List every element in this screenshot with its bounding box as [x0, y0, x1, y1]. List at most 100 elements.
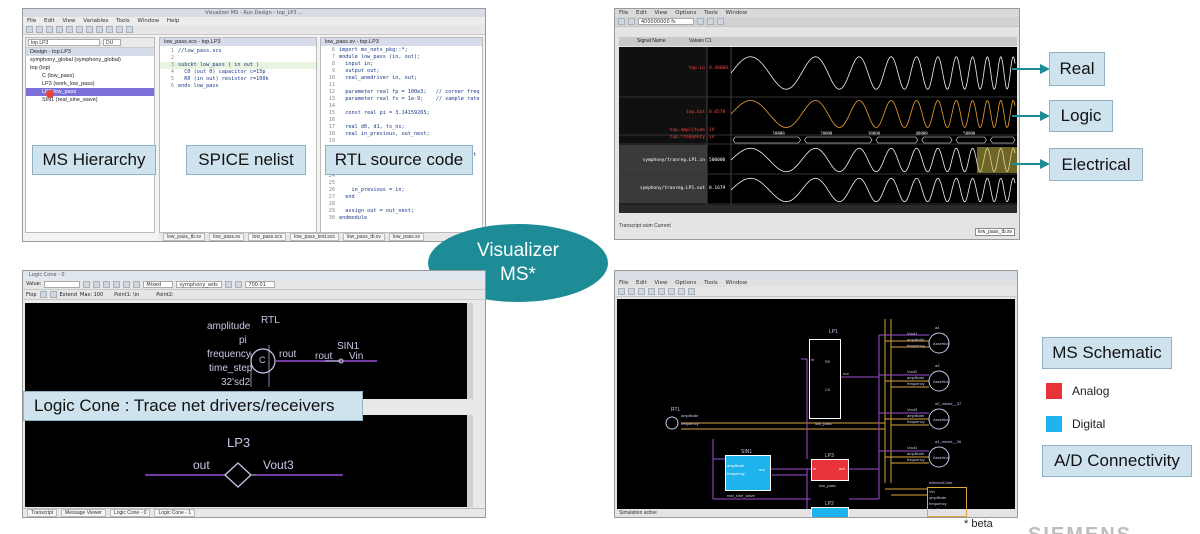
time-field[interactable]: 700.01	[245, 280, 276, 288]
menu-window[interactable]: Window	[725, 10, 748, 16]
tree-item[interactable]: top (top)	[30, 65, 51, 71]
tree-item[interactable]: LP3 (work_low_pass)	[42, 81, 95, 87]
open-icon[interactable]	[26, 26, 33, 33]
menu-view[interactable]: View	[62, 18, 76, 24]
step-icon[interactable]	[106, 26, 113, 33]
signal-name[interactable]: top.Lo	[689, 65, 706, 71]
save-icon[interactable]	[36, 26, 43, 33]
tab-message-viewer[interactable]: Message Viewer	[61, 509, 106, 517]
forward-icon[interactable]	[678, 288, 685, 295]
signal-name[interactable]: top.amplitude	[670, 127, 706, 133]
tree-item-selected[interactable]: LP3 low_pass	[26, 88, 154, 96]
file-tab[interactable]: low_pass.sv	[388, 233, 425, 241]
zoom-in-icon[interactable]	[93, 280, 101, 288]
zoom-in-icon[interactable]	[618, 18, 625, 25]
back-icon[interactable]	[668, 288, 675, 295]
save-icon[interactable]	[628, 288, 635, 295]
copy-icon[interactable]	[56, 26, 63, 33]
step-icon[interactable]	[225, 280, 233, 288]
menu-view[interactable]: View	[654, 280, 668, 286]
menu-variables[interactable]: Variables	[83, 18, 109, 24]
cursor-del-icon[interactable]	[717, 18, 724, 25]
zoom-out-icon[interactable]	[628, 18, 635, 25]
cut-icon[interactable]	[46, 26, 53, 33]
trace-back-icon[interactable]	[123, 280, 131, 288]
file-tab[interactable]: low_pass.scs	[248, 233, 287, 241]
pin-amplitude[interactable]: amplitude	[207, 321, 251, 332]
value-field[interactable]	[44, 280, 81, 288]
tab-logic-cone-1[interactable]: Logic Cone - 1	[154, 509, 195, 517]
tree-item[interactable]: symphony_global (symphony_global)	[30, 57, 121, 63]
menu-window[interactable]: Window	[725, 280, 748, 286]
menu-help[interactable]: Help	[166, 18, 180, 24]
rtl-tab[interactable]: low_pass.sv - top.LP3	[321, 38, 482, 46]
zoom-out-icon[interactable]	[103, 280, 111, 288]
menu-edit[interactable]: Edit	[635, 10, 647, 16]
find-icon[interactable]	[83, 280, 91, 288]
fit-icon[interactable]	[113, 280, 121, 288]
zoom-in-icon[interactable]	[638, 288, 645, 295]
run-icon[interactable]	[235, 280, 243, 288]
scrollbar[interactable]	[467, 303, 473, 399]
point1-label[interactable]: Point1: \in	[114, 291, 140, 298]
lp3-block[interactable]	[811, 459, 849, 481]
max-label[interactable]: Max: 100	[80, 291, 104, 298]
pin-32sd2[interactable]: 32'sd2	[221, 377, 251, 388]
scope-select[interactable]: symphony_wds	[176, 280, 223, 288]
signal-name[interactable]: symphony/tranreg.LP1.out	[640, 185, 705, 191]
point2-label[interactable]: Point2:	[156, 291, 174, 298]
pin-pi[interactable]: pi	[239, 335, 247, 346]
lp2-block[interactable]	[811, 507, 849, 517]
cursor-add-icon[interactable]	[707, 18, 714, 25]
lp1-block[interactable]	[809, 339, 841, 419]
menu-options[interactable]: Options	[675, 10, 697, 16]
menu-options[interactable]: Options	[675, 280, 697, 286]
break-icon[interactable]	[116, 26, 123, 33]
sin1-label[interactable]: SIN1	[337, 341, 360, 352]
undo-icon[interactable]	[76, 26, 83, 33]
paste-icon[interactable]	[66, 26, 73, 33]
tree-item[interactable]: C (low_pass)	[42, 73, 75, 79]
find-icon[interactable]	[86, 26, 93, 33]
menu-tools[interactable]: Tools	[704, 280, 718, 286]
menu-file[interactable]: File	[619, 280, 629, 286]
zoom-fit-icon[interactable]	[697, 18, 704, 25]
file-tab[interactable]: low_pass_tb.sv	[342, 233, 385, 241]
pin-time-step[interactable]: time_step	[209, 363, 253, 374]
run-icon[interactable]	[96, 26, 103, 33]
trace-forward-icon[interactable]	[133, 280, 141, 288]
menu-file[interactable]: File	[619, 10, 629, 16]
signal-name[interactable]: top.frequency	[670, 134, 706, 140]
file-tab[interactable]: low_pass_tb.sv	[163, 233, 206, 241]
menu-window[interactable]: Window	[137, 18, 160, 24]
menu-tools[interactable]: Tools	[704, 10, 718, 16]
signal-name[interactable]: symphony/tranreg.LP1.in	[643, 157, 706, 163]
spice-tab[interactable]: low_pass.scs - top.LP3	[160, 38, 316, 46]
menu-file[interactable]: File	[27, 18, 37, 24]
extend-label[interactable]: Extend	[59, 291, 78, 298]
level-icon[interactable]	[39, 291, 47, 298]
du-field[interactable]: DU	[103, 39, 121, 46]
menu-view[interactable]: View	[654, 10, 668, 16]
fit-icon[interactable]	[658, 288, 665, 295]
tree-item[interactable]: SIN1 (real_sine_wave)	[42, 97, 98, 103]
zoom-out-icon[interactable]	[648, 288, 655, 295]
mode-select[interactable]: Mixed	[143, 280, 174, 288]
scrollbar[interactable]	[467, 415, 473, 507]
scope-select[interactable]: top.LP3	[28, 39, 100, 46]
pin-frequency[interactable]: frequency	[207, 349, 251, 360]
menu-edit[interactable]: Edit	[43, 18, 55, 24]
open-icon[interactable]	[618, 288, 625, 295]
menu-edit[interactable]: Edit	[635, 280, 647, 286]
signal-name[interactable]: top.Out	[686, 109, 705, 115]
lp3-title[interactable]: LP3	[227, 435, 251, 450]
menu-tools[interactable]: Tools	[116, 18, 130, 24]
sin1-block[interactable]	[725, 455, 771, 491]
restart-icon[interactable]	[126, 26, 133, 33]
file-tab[interactable]: low_pass.sv	[209, 233, 245, 241]
file-tab[interactable]: low_pass_test.scs	[290, 233, 339, 241]
tab-logic-cone-0[interactable]: Logic Cone - 0	[109, 509, 151, 517]
level-icon[interactable]	[49, 291, 57, 298]
trace-icon[interactable]	[688, 288, 695, 295]
tab-transcript[interactable]: Transcript	[27, 509, 58, 517]
